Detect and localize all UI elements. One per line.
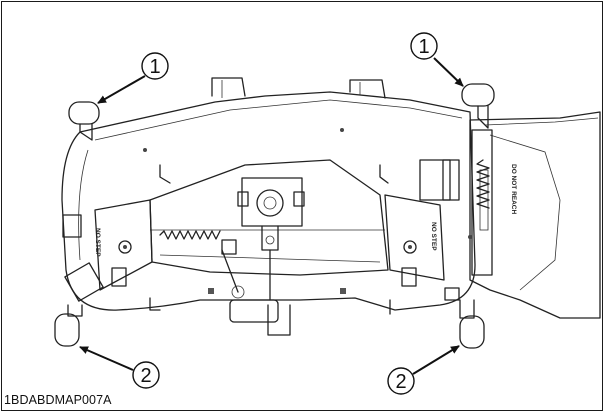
callout-top-right: 1 bbox=[410, 32, 464, 87]
callout-number: 2 bbox=[140, 365, 151, 387]
callout-number: 1 bbox=[149, 56, 160, 78]
decal-do-not-reach: DO NOT REACH bbox=[510, 164, 517, 215]
upper-roller-right bbox=[461, 83, 495, 129]
callout-number: 1 bbox=[418, 36, 429, 58]
callout-bottom-left: 2 bbox=[79, 346, 160, 389]
callout-bottom-right: 2 bbox=[387, 345, 460, 395]
decal-no-step-left: NO STEP bbox=[94, 228, 101, 257]
callout-number: 2 bbox=[395, 371, 406, 393]
callout-top-left: 1 bbox=[97, 52, 169, 104]
idler-arm bbox=[221, 239, 245, 299]
gauge-wheels bbox=[111, 240, 417, 287]
tension-spring bbox=[159, 159, 490, 240]
deck-hardware bbox=[62, 128, 472, 315]
upper-roller-left bbox=[68, 101, 100, 141]
figure-code: 1BDABDMAP007A bbox=[4, 393, 112, 407]
lower-roller-left bbox=[54, 304, 83, 347]
top-brackets bbox=[211, 77, 386, 336]
mower-deck-body bbox=[61, 91, 476, 311]
decal-no-step-right: NO STEP bbox=[430, 222, 437, 251]
gearbox-assembly bbox=[237, 177, 305, 301]
lower-roller-right bbox=[459, 299, 485, 349]
deck-side-frame bbox=[469, 111, 601, 319]
